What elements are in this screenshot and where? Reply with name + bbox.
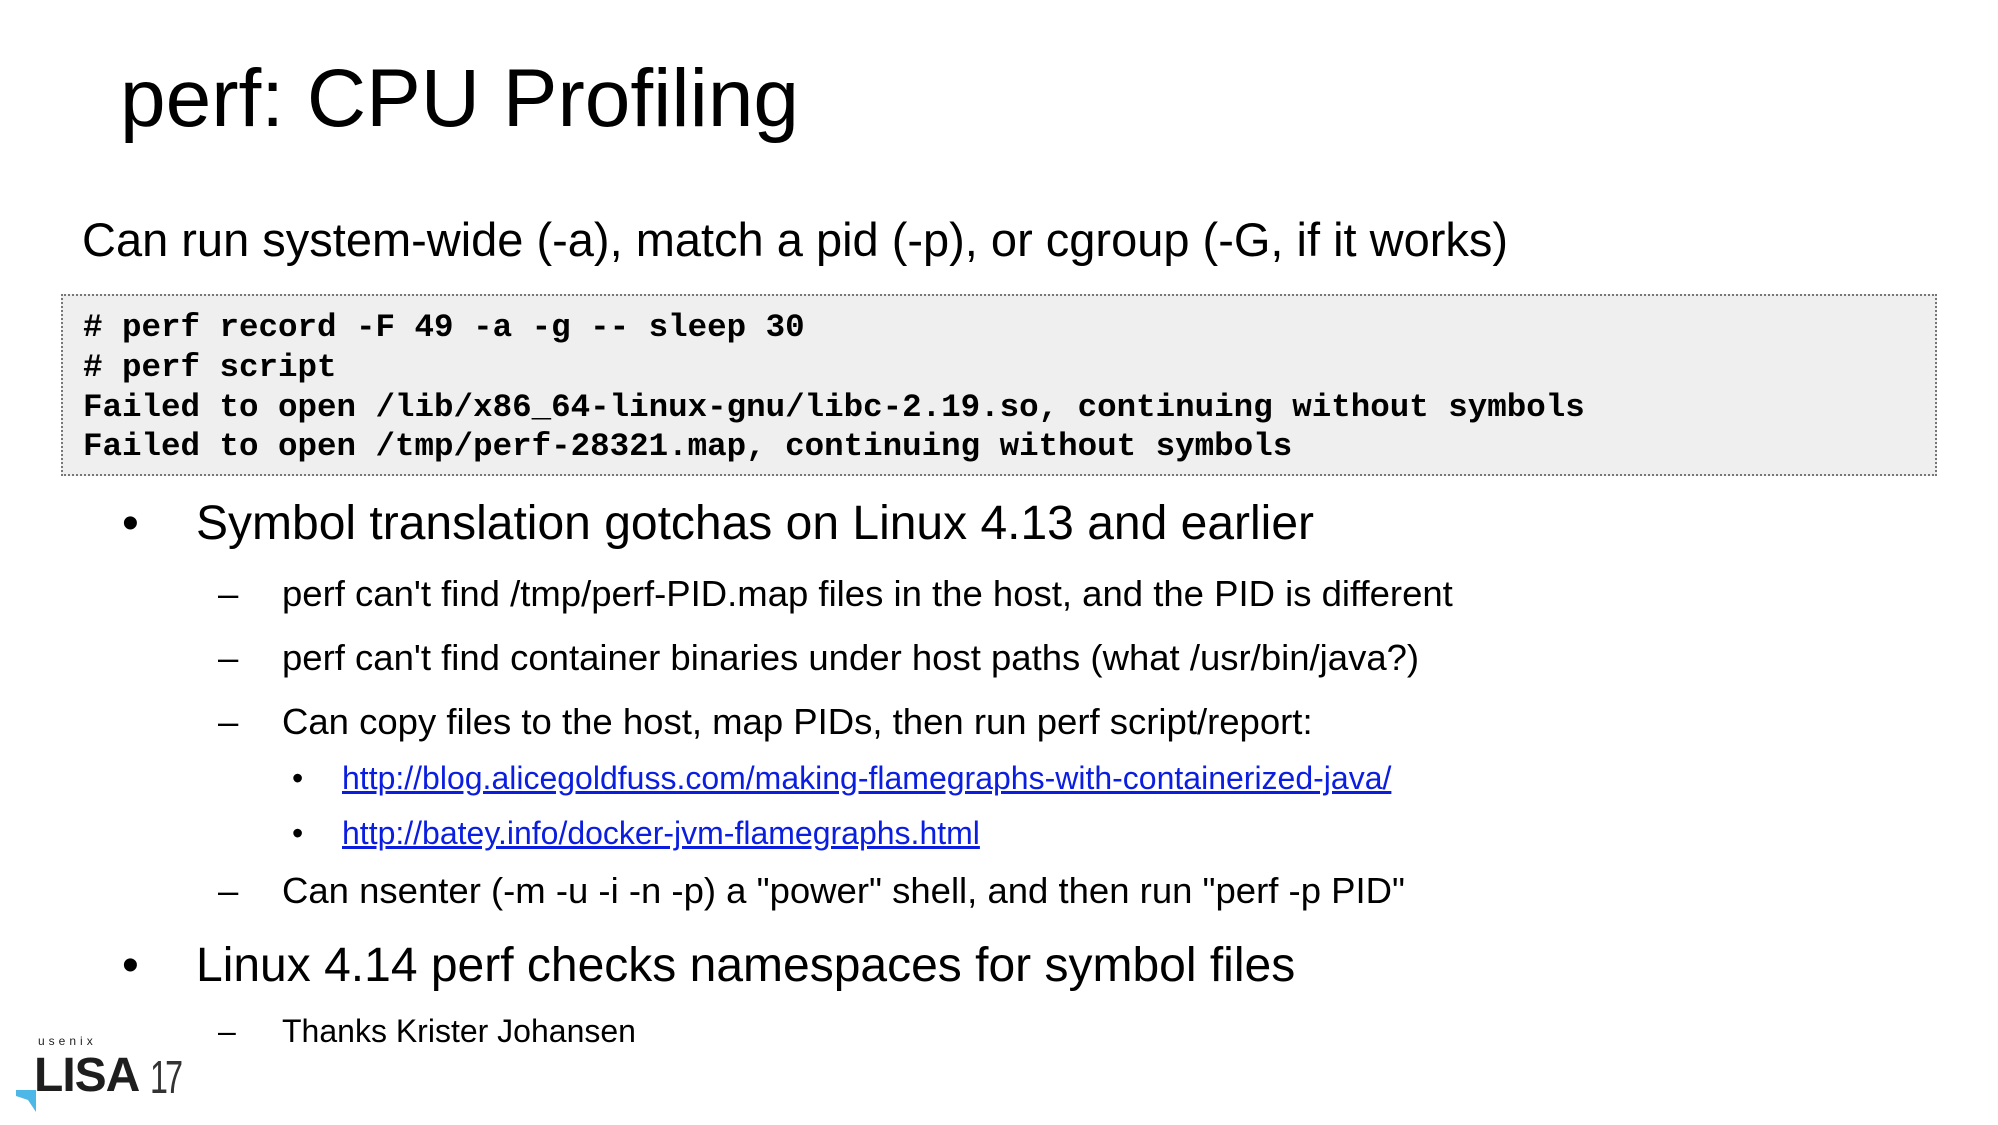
code-line: # perf record -F 49 -a -g -- sleep 30 [83, 309, 805, 346]
bullet-marker: • [292, 815, 304, 851]
logo-corner-icon [16, 1090, 36, 1112]
dash-marker: – [218, 701, 239, 742]
slide-title: perf: CPU Profiling [120, 53, 800, 144]
sub-bullet-text: perf can't find /tmp/perf-PID.map files … [282, 573, 1453, 614]
bullet-marker: • [292, 760, 304, 796]
lisa17-logo: usenix LISA 17 [16, 1030, 202, 1120]
bullet-marker: • [122, 497, 139, 550]
sub-bullet-text: Thanks Krister Johansen [282, 1013, 636, 1049]
bullet-text: Symbol translation gotchas on Linux 4.13… [196, 497, 1315, 550]
dash-marker: – [218, 1013, 236, 1049]
code-block: # perf record -F 49 -a -g -- sleep 30 # … [61, 294, 1937, 476]
logo-year: 17 [150, 1051, 183, 1103]
bullet-text: Linux 4.14 perf checks namespaces for sy… [196, 939, 1296, 992]
code-line: Failed to open /tmp/perf-28321.map, cont… [83, 428, 1293, 466]
code-line: Failed to open /lib/x86_64-linux-gnu/lib… [83, 388, 1585, 426]
sub-bullet-text: Can copy files to the host, map PIDs, th… [282, 701, 1313, 742]
dash-marker: – [218, 637, 239, 678]
link-alicegoldfuss[interactable]: http://blog.alicegoldfuss.com/making-fla… [342, 760, 1392, 796]
slide-subtitle: Can run system-wide (-a), match a pid (-… [82, 213, 1509, 266]
code-line: # perf script [83, 348, 337, 386]
dash-marker: – [218, 573, 239, 614]
logo-name: LISA [34, 1049, 140, 1102]
dash-marker: – [218, 870, 239, 911]
sub-bullet-text: Can nsenter (-m -u -i -n -p) a "power" s… [282, 870, 1405, 911]
bullet-marker: • [122, 939, 139, 992]
link-batey[interactable]: http://batey.info/docker-jvm-flamegraphs… [342, 815, 980, 851]
logo-org: usenix [38, 1034, 97, 1048]
sub-bullet-text: perf can't find container binaries under… [282, 637, 1420, 678]
